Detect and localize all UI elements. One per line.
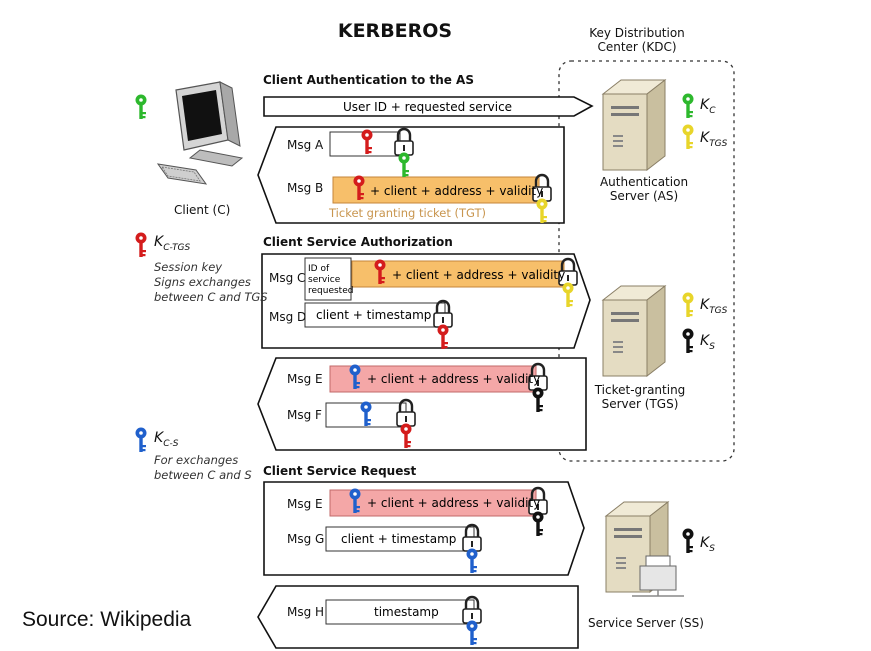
section-request-title: Client Service Request: [263, 464, 417, 478]
msg-e1-label: Msg E: [287, 372, 323, 386]
msg-e2-ticket-text: + client + address + validity: [367, 496, 540, 510]
ks-key-main: K: [700, 333, 710, 349]
kc-key-sub: C: [709, 105, 716, 116]
ks-key-label: KS: [700, 333, 715, 352]
msg-d-label: Msg D: [269, 310, 307, 324]
msg-c-label: Msg C: [269, 271, 306, 285]
kctgs-red-key-icon: [135, 232, 147, 257]
ktgs-key-sub-2: TGS: [709, 305, 728, 316]
kcs-note: For exchanges between C and S: [154, 453, 252, 483]
request-arrow-text: User ID + requested service: [343, 100, 512, 114]
kdc-label-line2: Center (KDC): [597, 40, 677, 54]
ktgs-key-label-2: KTGS: [700, 297, 727, 316]
kc-key-main: K: [700, 97, 710, 113]
ks-key-main-2: K: [700, 535, 710, 551]
msg-g-text: client + timestamp: [341, 532, 456, 546]
msg-e2-label: Msg E: [287, 497, 323, 511]
kcs-blue-key-icon: [135, 427, 147, 452]
ktgs-key-main-2: K: [700, 297, 710, 313]
msg-c-id-box: [304, 257, 352, 301]
source-caption: Source: Wikipedia: [22, 608, 192, 631]
tgs-label: Ticket-granting Server (TGS): [580, 383, 700, 411]
id-box-line2: service: [308, 275, 341, 285]
msg-h-label: Msg H: [287, 605, 325, 619]
tgs-label-line2: Server (TGS): [601, 397, 679, 411]
id-box-line1: ID of: [308, 264, 330, 274]
ktgs-key-label: KTGS: [700, 130, 727, 149]
msg-g-box: [325, 526, 475, 552]
kdc-label: Key Distribution Center (KDC): [582, 26, 692, 54]
id-box-line3: requested: [308, 286, 353, 296]
ktgs-key-main: K: [700, 130, 710, 146]
ks-key-sub: S: [709, 341, 715, 352]
kctgs-note-line3: between C and TGS: [154, 290, 268, 304]
ktgs-yellow-key-icon: [682, 124, 694, 149]
ktgs-yellow-key-icon: [682, 292, 694, 317]
kcs-note-line1: For exchanges: [154, 453, 239, 467]
msg-d-text: client + timestamp: [316, 308, 431, 322]
as-label-line1: Authentication: [599, 175, 689, 189]
as-label-line2: Server (AS): [609, 189, 679, 203]
client-label: Client (C): [174, 203, 231, 217]
ss-label: Service Server (SS): [588, 616, 704, 630]
kcs-key-label: KC-S: [154, 430, 178, 449]
client-computer-icon: [156, 81, 244, 185]
ks-key-sub-2: S: [709, 543, 715, 554]
msg-c-ticket-text: + client + address + validity: [392, 268, 565, 282]
as-label: Authentication Server (AS): [584, 175, 704, 203]
msg-g-label: Msg G: [287, 532, 325, 546]
ks-black-key-icon: [682, 328, 694, 353]
ks-key-label-2: KS: [700, 535, 715, 554]
kdc-label-line1: Key Distribution: [589, 26, 685, 40]
authentication-server-icon: [602, 79, 666, 171]
kctgs-key-sub: C-TGS: [163, 242, 191, 253]
tgt-label: Ticket granting ticket (TGT): [328, 206, 486, 220]
kctgs-key-label: KC-TGS: [154, 234, 190, 253]
diagram-title: KERBEROS: [337, 20, 453, 42]
msg-b-ticket: [332, 176, 540, 204]
section-authz-title: Client Service Authorization: [263, 235, 453, 249]
kcs-note-line2: between C and S: [154, 468, 252, 482]
msg-e1-ticket-text: + client + address + validity: [367, 372, 540, 386]
ticket-granting-server-icon: [602, 285, 666, 377]
ks-black-key-icon: [682, 528, 694, 553]
request-arrow: [263, 96, 594, 117]
msg-f-label: Msg F: [287, 408, 322, 422]
msg-b-ticket-text: + client + address + validity: [370, 184, 543, 198]
kctgs-note-line1: Session key: [154, 260, 223, 274]
kctgs-note-line2: Signs exchanges: [154, 275, 251, 289]
msg-c-ticket: [351, 260, 565, 288]
kc-key-label: KC: [700, 97, 715, 116]
client-green-key-icon: [135, 94, 147, 119]
msg-d-box: [304, 302, 446, 328]
kctgs-key-main: K: [154, 234, 164, 250]
msg-h-text: timestamp: [374, 605, 439, 619]
kctgs-note: Session key Signs exchanges between C an…: [154, 260, 268, 305]
kcs-key-main: K: [154, 430, 164, 446]
tgs-label-line1: Ticket-granting: [594, 383, 686, 397]
msg-e2-ticket: [329, 489, 537, 517]
msg-a-label: Msg A: [287, 138, 324, 152]
kc-green-key-icon: [682, 93, 694, 118]
kdc-boundary: [558, 60, 735, 462]
printer-icon: [632, 555, 684, 597]
ktgs-key-sub: TGS: [709, 138, 728, 149]
section-auth-title: Client Authentication to the AS: [263, 73, 474, 87]
kcs-key-sub: C-S: [163, 438, 179, 449]
msg-b-label: Msg B: [287, 181, 324, 195]
